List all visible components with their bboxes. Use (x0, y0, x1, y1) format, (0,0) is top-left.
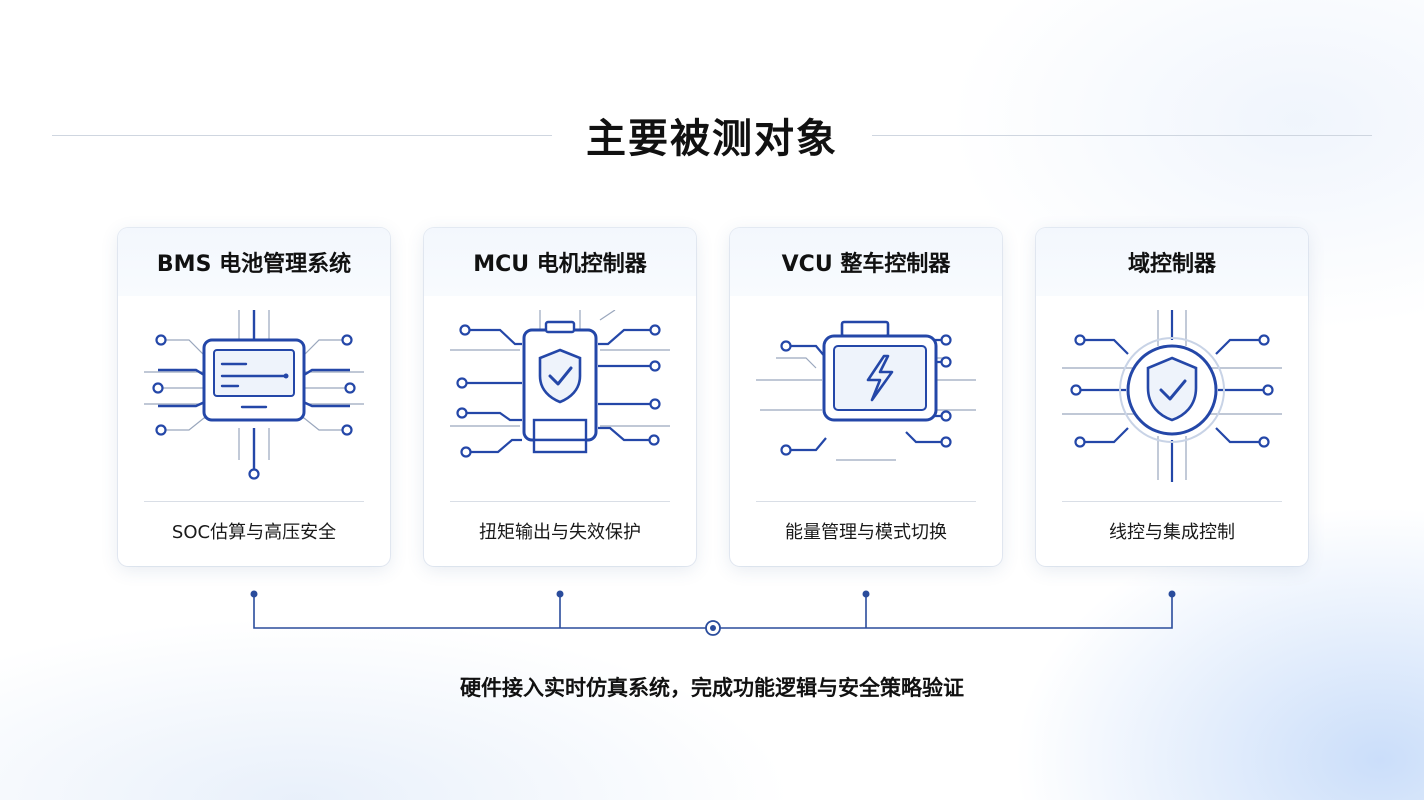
card-title: 域控制器 (1036, 228, 1308, 296)
card-title: MCU 电机控制器 (424, 228, 696, 296)
motor-controller-shield-icon (450, 310, 670, 458)
title-line-left (52, 134, 552, 136)
connector-node-3 (862, 590, 870, 598)
card-domain-controller: 域控制器 线控与集成控制 (1036, 228, 1308, 566)
page-title: 主要被测对象 (586, 116, 838, 162)
card-divider (756, 501, 976, 502)
card-divider (450, 501, 670, 502)
battery-monitor-icon (144, 310, 364, 480)
card-divider (1062, 501, 1282, 502)
title-row: 主要被测对象 (52, 110, 1372, 162)
card-vcu: VCU 整车控制器 能量管理与模式切换 (730, 228, 1002, 566)
connector-hub-dot (710, 625, 716, 631)
card-mcu: MCU 电机控制器 扭矩输出与失效保护 (424, 228, 696, 566)
card-description: 扭矩输出与失效保护 (479, 522, 641, 543)
battery-lightning-icon (756, 320, 976, 461)
card-description: 能量管理与模式切换 (785, 522, 947, 543)
card-title: BMS 电池管理系统 (118, 228, 390, 296)
card-divider (144, 501, 364, 502)
connector-node-2 (556, 590, 564, 598)
card-description: 线控与集成控制 (1109, 522, 1235, 543)
connector-node-1 (250, 590, 258, 598)
title-line-right (872, 134, 1372, 136)
card-bms: BMS 电池管理系统 (118, 228, 390, 566)
card-description: SOC估算与高压安全 (171, 522, 337, 543)
connector-node-4 (1168, 590, 1176, 598)
footer-caption: 硬件接入实时仿真系统，完成功能逻辑与安全策略验证 (460, 676, 964, 700)
shield-check-icon (1062, 310, 1282, 482)
card-title: VCU 整车控制器 (730, 228, 1002, 296)
